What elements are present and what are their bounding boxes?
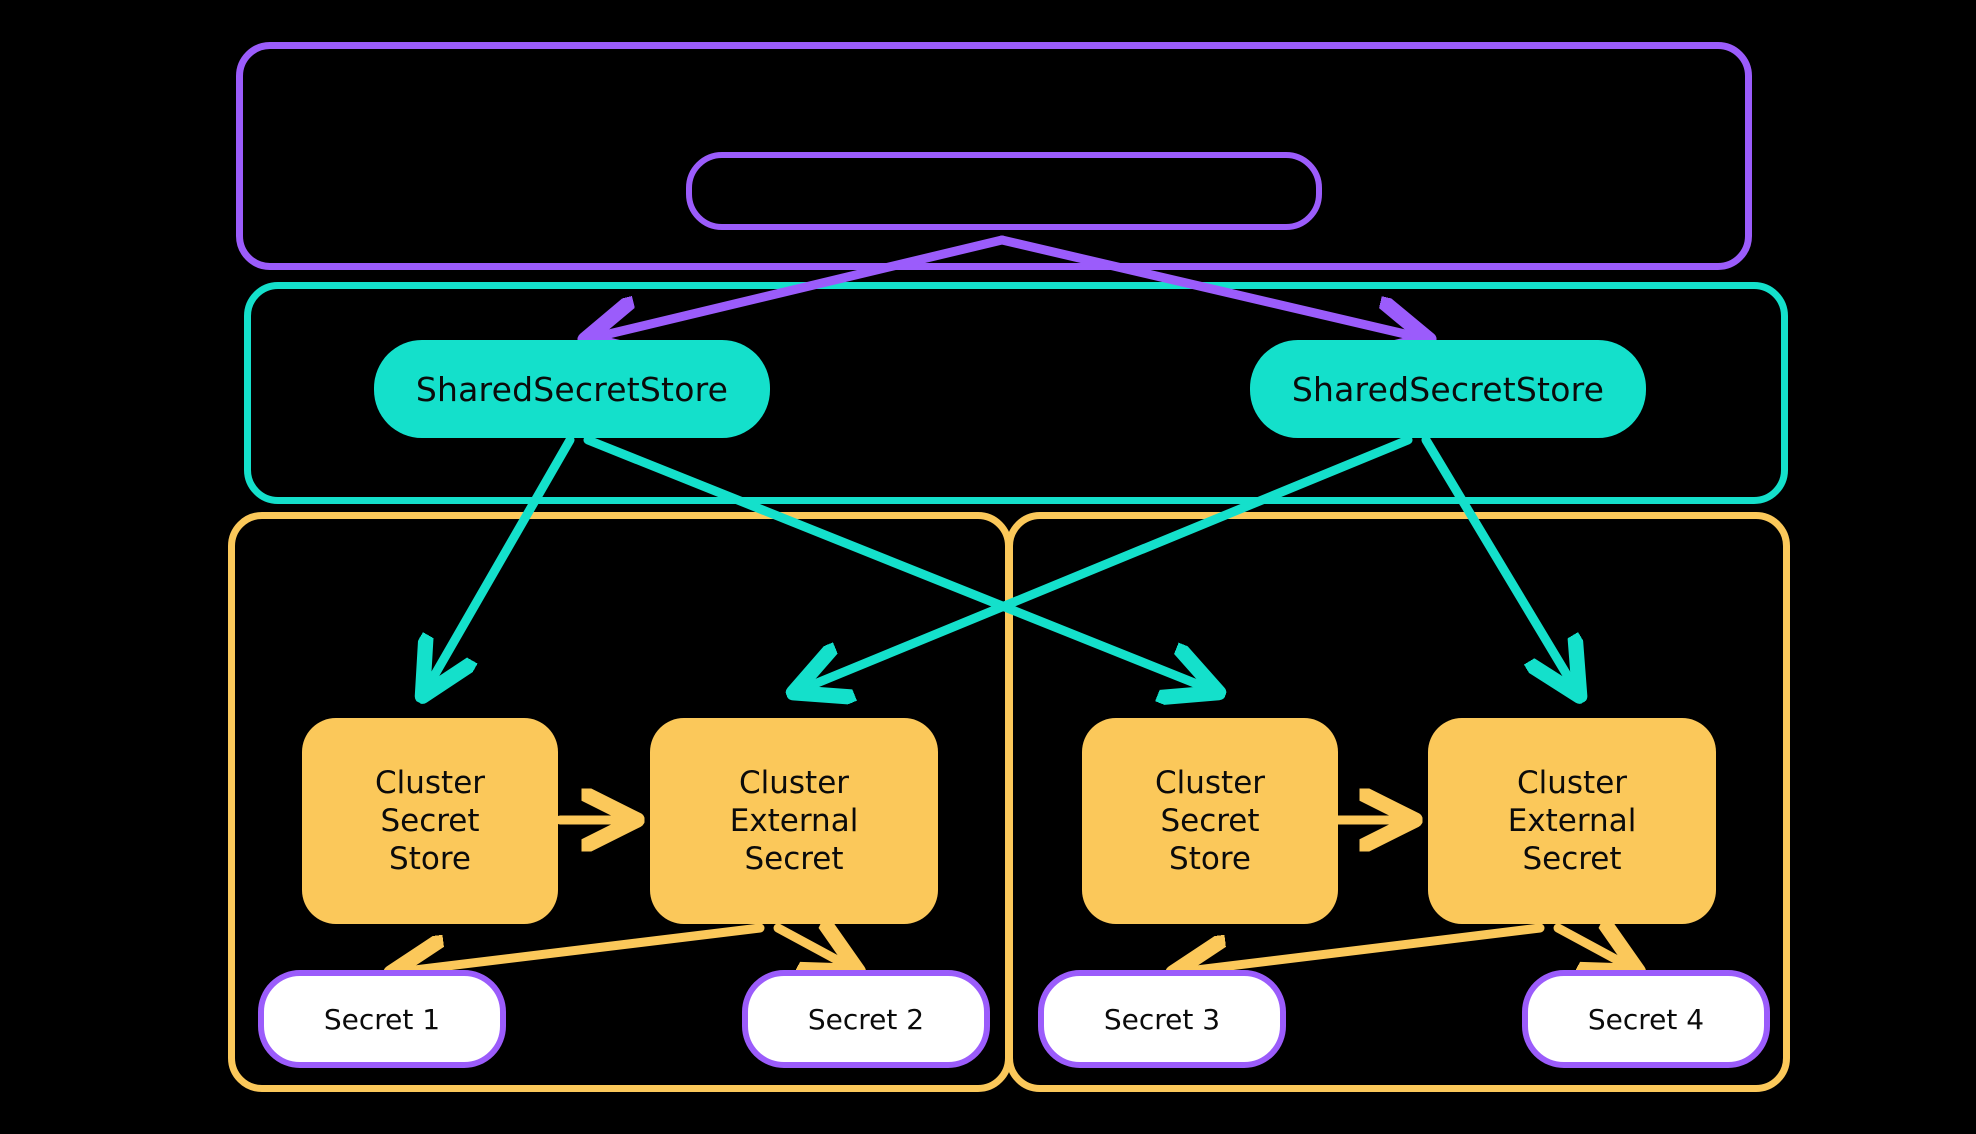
node-secret-1[interactable]: Secret 1 xyxy=(258,970,506,1068)
edge-ces-right-to-secret-3 xyxy=(1180,923,1545,972)
node-cluster-secret-store-left[interactable]: Cluster Secret Store xyxy=(302,718,558,924)
group-right-cluster xyxy=(1006,512,1790,1092)
node-secret-4-label: Secret 4 xyxy=(1587,1002,1705,1036)
node-shared-secret-store-right[interactable]: SharedSecretStore xyxy=(1250,340,1646,438)
edge-ces-left-to-secret-1 xyxy=(398,923,765,972)
node-cluster-secret-store-right[interactable]: Cluster Secret Store xyxy=(1082,718,1338,924)
node-shared-secret-store-right-label: SharedSecretStore xyxy=(1291,369,1605,409)
edge-shared-left-to-css-left xyxy=(426,435,575,690)
node-cluster-secret-store-right-line-1: Cluster xyxy=(1154,764,1266,801)
node-cluster-external-secret-left-line-2: External xyxy=(729,802,859,839)
node-cluster-secret-store-left-line-2: Secret xyxy=(380,802,480,839)
node-secret-3[interactable]: Secret 3 xyxy=(1038,970,1286,1068)
edge-shared-right-to-ces-left xyxy=(800,435,1413,690)
edge-shared-left-to-css-right xyxy=(583,435,1212,690)
node-cluster-external-secret-right-line-2: External xyxy=(1507,802,1637,839)
group-cluster-scope xyxy=(236,42,1752,270)
edge-ces-left-to-secret-2 xyxy=(773,928,852,968)
node-cluster-external-secret-right-line-1: Cluster xyxy=(1516,764,1628,801)
node-operator[interactable] xyxy=(686,152,1322,230)
node-cluster-external-secret-left-line-1: Cluster xyxy=(738,764,850,801)
node-shared-secret-store-left-label: SharedSecretStore xyxy=(415,369,729,409)
node-cluster-secret-store-right-line-3: Store xyxy=(1169,841,1251,878)
node-secret-2-label: Secret 2 xyxy=(807,1002,925,1036)
node-secret-1-label: Secret 1 xyxy=(323,1002,441,1036)
node-cluster-external-secret-right-line-3: Secret xyxy=(1522,841,1622,878)
node-cluster-external-secret-right[interactable]: Cluster External Secret xyxy=(1428,718,1716,924)
node-secret-3-label: Secret 3 xyxy=(1103,1002,1221,1036)
edge-shared-right-to-ces-right xyxy=(1421,435,1576,690)
node-secret-2[interactable]: Secret 2 xyxy=(742,970,990,1068)
node-secret-4[interactable]: Secret 4 xyxy=(1522,970,1770,1068)
group-shared-scope xyxy=(244,282,1788,504)
node-cluster-secret-store-left-line-1: Cluster xyxy=(374,764,486,801)
edge-operator-to-shared-store-left xyxy=(592,235,1007,338)
edge-operator-to-shared-store-right xyxy=(997,235,1422,338)
edge-ces-right-to-secret-4 xyxy=(1553,928,1632,968)
node-cluster-external-secret-left[interactable]: Cluster External Secret xyxy=(650,718,938,924)
node-shared-secret-store-left[interactable]: SharedSecretStore xyxy=(374,340,770,438)
node-cluster-external-secret-left-line-3: Secret xyxy=(744,841,844,878)
node-cluster-secret-store-right-line-2: Secret xyxy=(1160,802,1260,839)
node-cluster-secret-store-left-line-3: Store xyxy=(389,841,471,878)
